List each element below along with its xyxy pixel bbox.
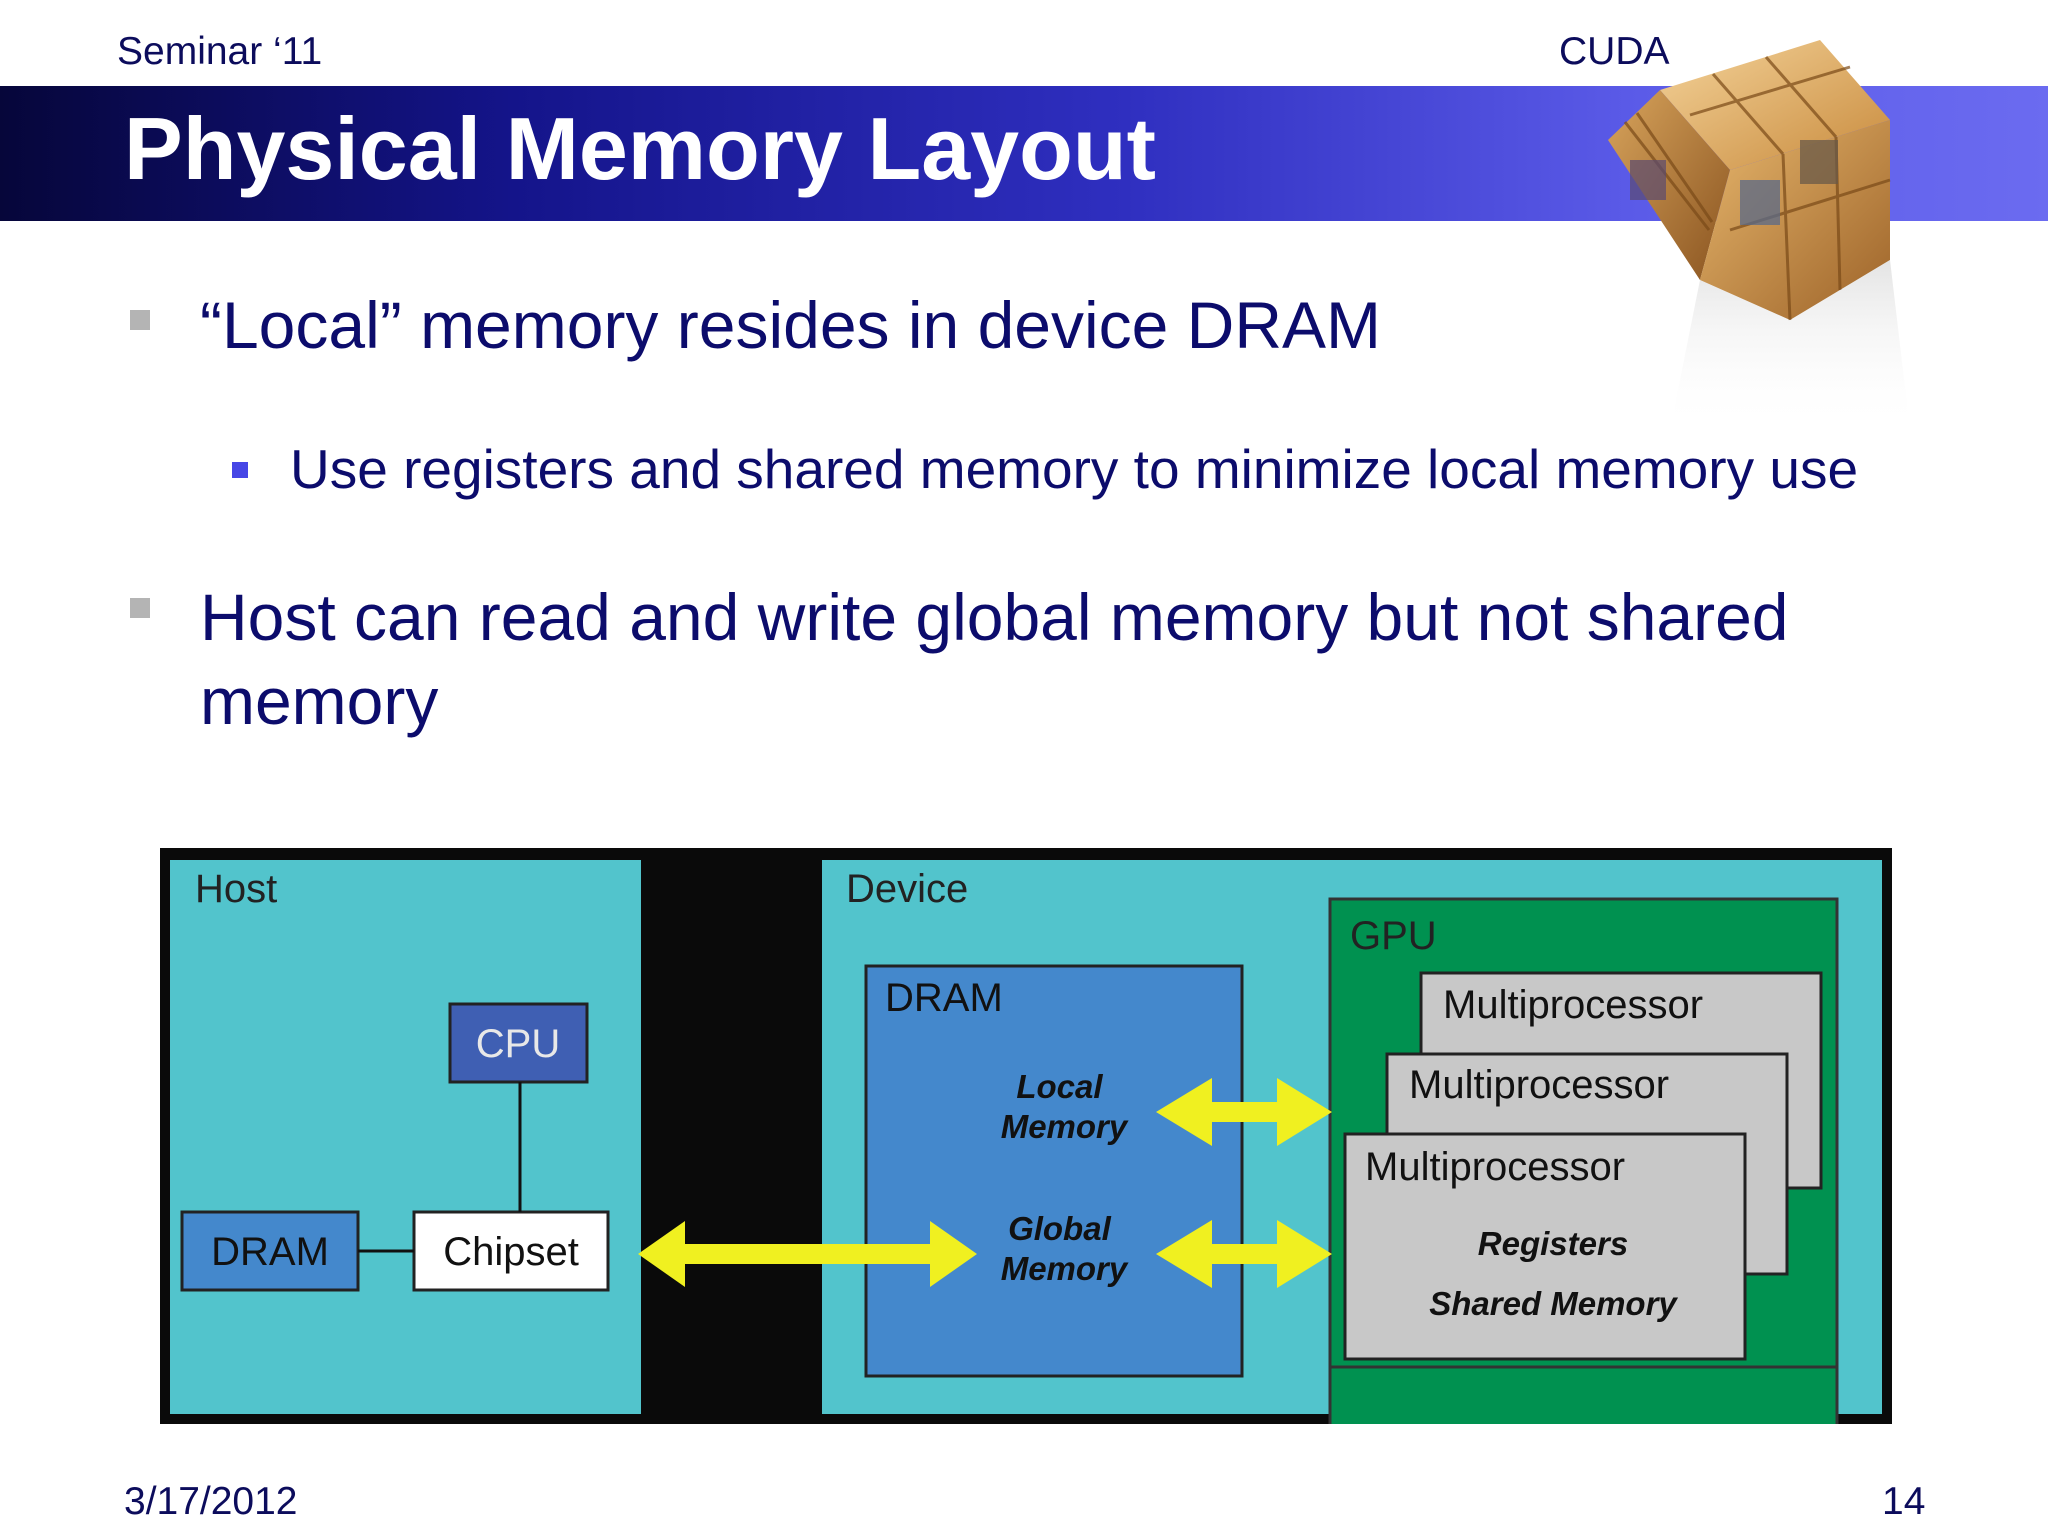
bullet-marker (130, 310, 150, 330)
device-dram-box (864, 964, 1244, 1378)
multiprocessor-front-label: Multiprocessor (1365, 1145, 1625, 1189)
local-memory-gpu-arrow (1156, 1078, 1332, 1146)
global-memory-line1: Global (1008, 1210, 1112, 1247)
bullet-marker (130, 598, 150, 618)
chipset-global-arrow (638, 1221, 977, 1287)
bullet-local-memory: “Local” memory resides in device DRAM (200, 288, 1382, 362)
multiprocessor-front (1343, 1132, 1747, 1361)
host-label: Host (195, 867, 277, 911)
global-memory-line2: Memory (1001, 1250, 1129, 1287)
host-dram-label: DRAM (211, 1230, 329, 1274)
header-topic: CUDA (1559, 30, 1670, 73)
cpu-label: CPU (476, 1022, 560, 1066)
local-memory-line1: Local (1016, 1068, 1103, 1105)
local-memory-line2: Memory (1001, 1108, 1129, 1145)
cube-logo-icon (1608, 40, 1910, 430)
chipset-box (412, 1210, 610, 1292)
global-memory-gpu-arrow (1156, 1220, 1332, 1288)
local-memory-label: Local Memory (1001, 1068, 1129, 1145)
header-seminar: Seminar ‘11 (117, 30, 323, 73)
device-dram-label: DRAM (885, 976, 1003, 1020)
chipset-label: Chipset (443, 1230, 579, 1274)
multiprocessor-middle-label: Multiprocessor (1409, 1063, 1669, 1107)
multiprocessor-back-label: Multiprocessor (1443, 983, 1703, 1027)
global-memory-label: Global Memory (1001, 1210, 1129, 1287)
memory-layout-diagram: Host CPU DRAM Chipset Device DRAM Local … (160, 848, 1892, 1424)
sub-bullet-marker (232, 462, 248, 478)
shared-memory-label: Shared Memory (1429, 1285, 1678, 1322)
cpu-box (448, 1002, 589, 1084)
slide-title: Physical Memory Layout (124, 99, 1156, 198)
host-dram-box (180, 1210, 360, 1292)
bullet-host-access: Host can read and write global memory bu… (200, 580, 1789, 738)
registers-label: Registers (1478, 1225, 1628, 1262)
sub-bullet-registers: Use registers and shared memory to minim… (290, 438, 1859, 500)
device-label: Device (846, 867, 968, 911)
page-number: 14 (1882, 1480, 1926, 1523)
footer-date: 3/17/2012 (124, 1480, 298, 1523)
gpu-label: GPU (1350, 914, 1437, 958)
host-panel (170, 860, 641, 1414)
